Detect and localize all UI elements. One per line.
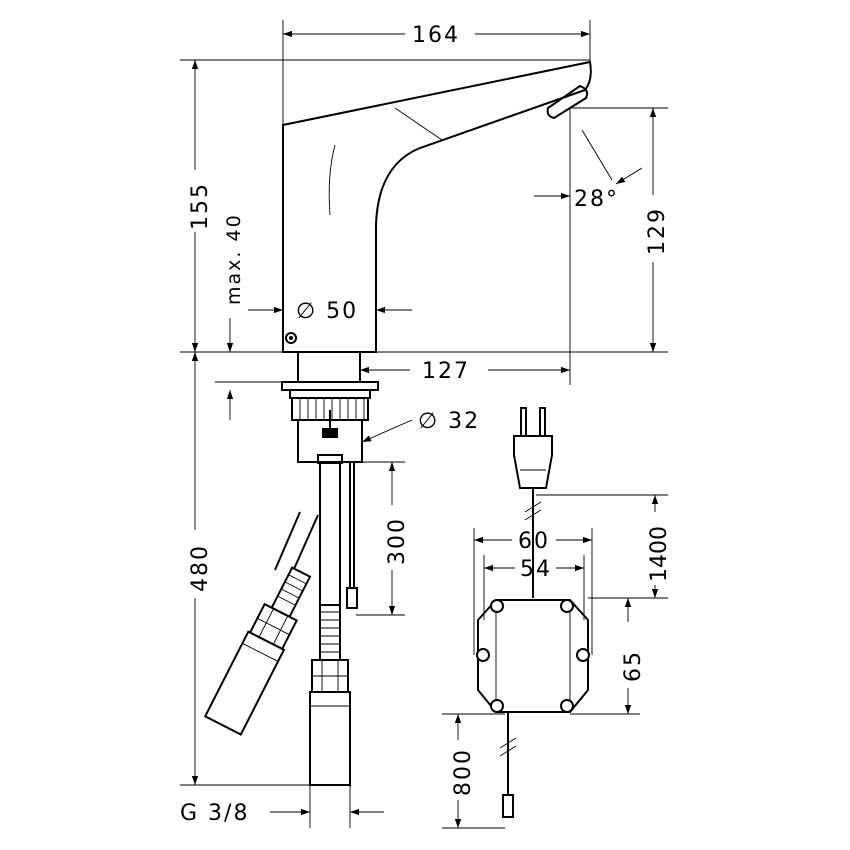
connector-icon	[502, 794, 514, 818]
label-shank-diameter: ∅ 32	[418, 409, 480, 434]
control-box	[476, 599, 590, 818]
screw-icon	[476, 648, 490, 662]
aerator	[546, 84, 589, 120]
label-hose-length: 480	[188, 544, 213, 592]
screw-icon	[576, 648, 590, 662]
power-plug	[513, 407, 553, 598]
dimension-labels: 164 155 max. 40 ∅ 50 129 28° 127 ∅ 32 48…	[180, 23, 672, 826]
box-dimension-lines	[442, 494, 668, 829]
screw-icon	[490, 599, 504, 613]
label-width-top: 164	[412, 23, 460, 48]
label-spout-angle: 28°	[574, 187, 619, 212]
dimension-lines	[180, 20, 668, 828]
label-cable-length-sensor: 300	[385, 517, 410, 565]
label-box-width-outer: 60	[518, 529, 550, 554]
faucet-body	[282, 60, 592, 353]
label-spout-height: 129	[645, 207, 670, 255]
label-box-cable-length: 800	[451, 748, 476, 796]
mounting-assembly	[281, 351, 379, 464]
screw-icon	[490, 699, 504, 713]
sensor-icon	[285, 332, 297, 344]
screw-icon	[560, 699, 574, 713]
supply-hoses	[203, 462, 358, 786]
label-box-height: 65	[621, 650, 646, 682]
label-plug-cable-length: 1400	[647, 526, 672, 582]
label-box-width-inner: 54	[520, 557, 552, 582]
label-max-height: max. 40	[223, 213, 245, 305]
label-reach: 127	[422, 359, 470, 384]
label-body-diameter: ∅ 50	[296, 299, 358, 324]
label-connection-thread: G 3/8	[180, 801, 249, 826]
screw-icon	[560, 599, 574, 613]
label-height-total: 155	[188, 182, 213, 230]
